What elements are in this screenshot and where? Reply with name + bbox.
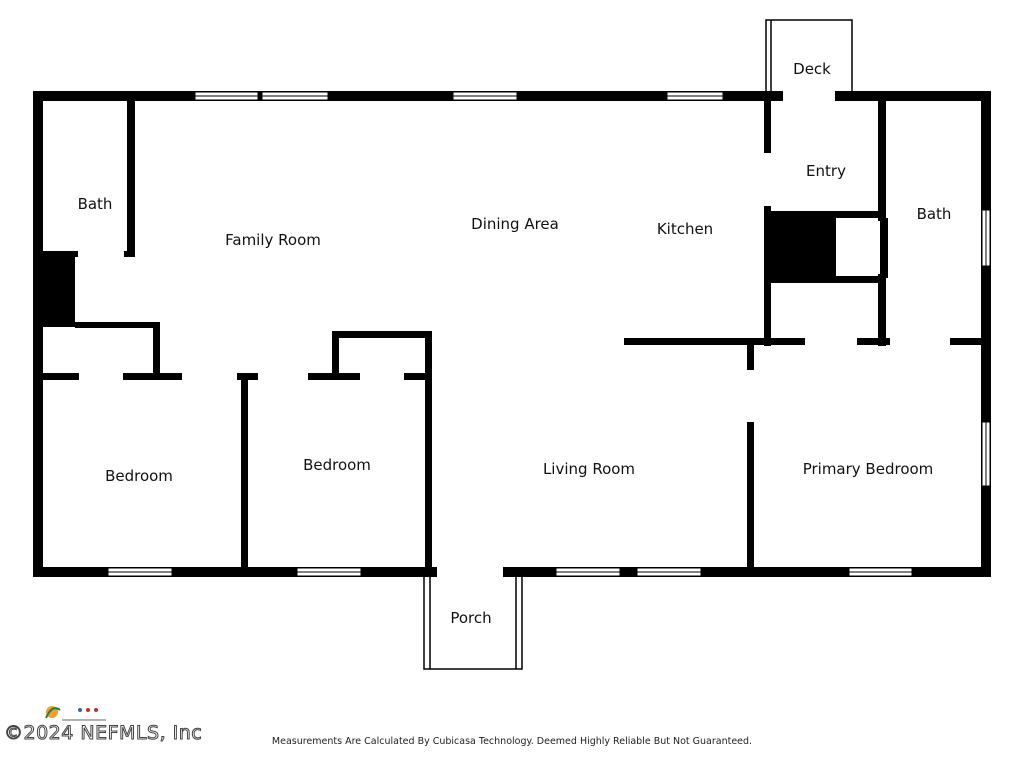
room-label-deck: Deck: [793, 60, 831, 78]
room-label-primary-bedroom: Primary Bedroom: [803, 460, 934, 478]
measurement-disclaimer: Measurements Are Calculated By Cubicasa …: [271, 736, 753, 747]
room-label-kitchen: Kitchen: [657, 220, 713, 238]
room-label-bath-right: Bath: [917, 205, 952, 223]
openings: [78, 89, 950, 579]
exterior-walls: [33, 91, 991, 577]
windows: [107, 91, 991, 577]
room-label-family-room: Family Room: [225, 231, 321, 249]
interior-walls: [43, 101, 981, 572]
room-label-bedroom-left: Bedroom: [105, 467, 173, 485]
photographer-logo-icon: [45, 706, 106, 721]
room-label-porch: Porch: [450, 609, 491, 627]
deck-outline: [765, 19, 853, 96]
room-label-dining-area: Dining Area: [471, 215, 559, 233]
room-label-living-room: Living Room: [543, 460, 635, 478]
room-label-bedroom-middle: Bedroom: [303, 456, 371, 474]
room-label-entry: Entry: [806, 162, 846, 180]
copyright-watermark: ©2024 NEFMLS, Inc: [3, 722, 203, 745]
window-center-lines: [108, 95, 987, 573]
porch-outline: [423, 574, 523, 670]
room-label-bath-left: Bath: [78, 195, 113, 213]
